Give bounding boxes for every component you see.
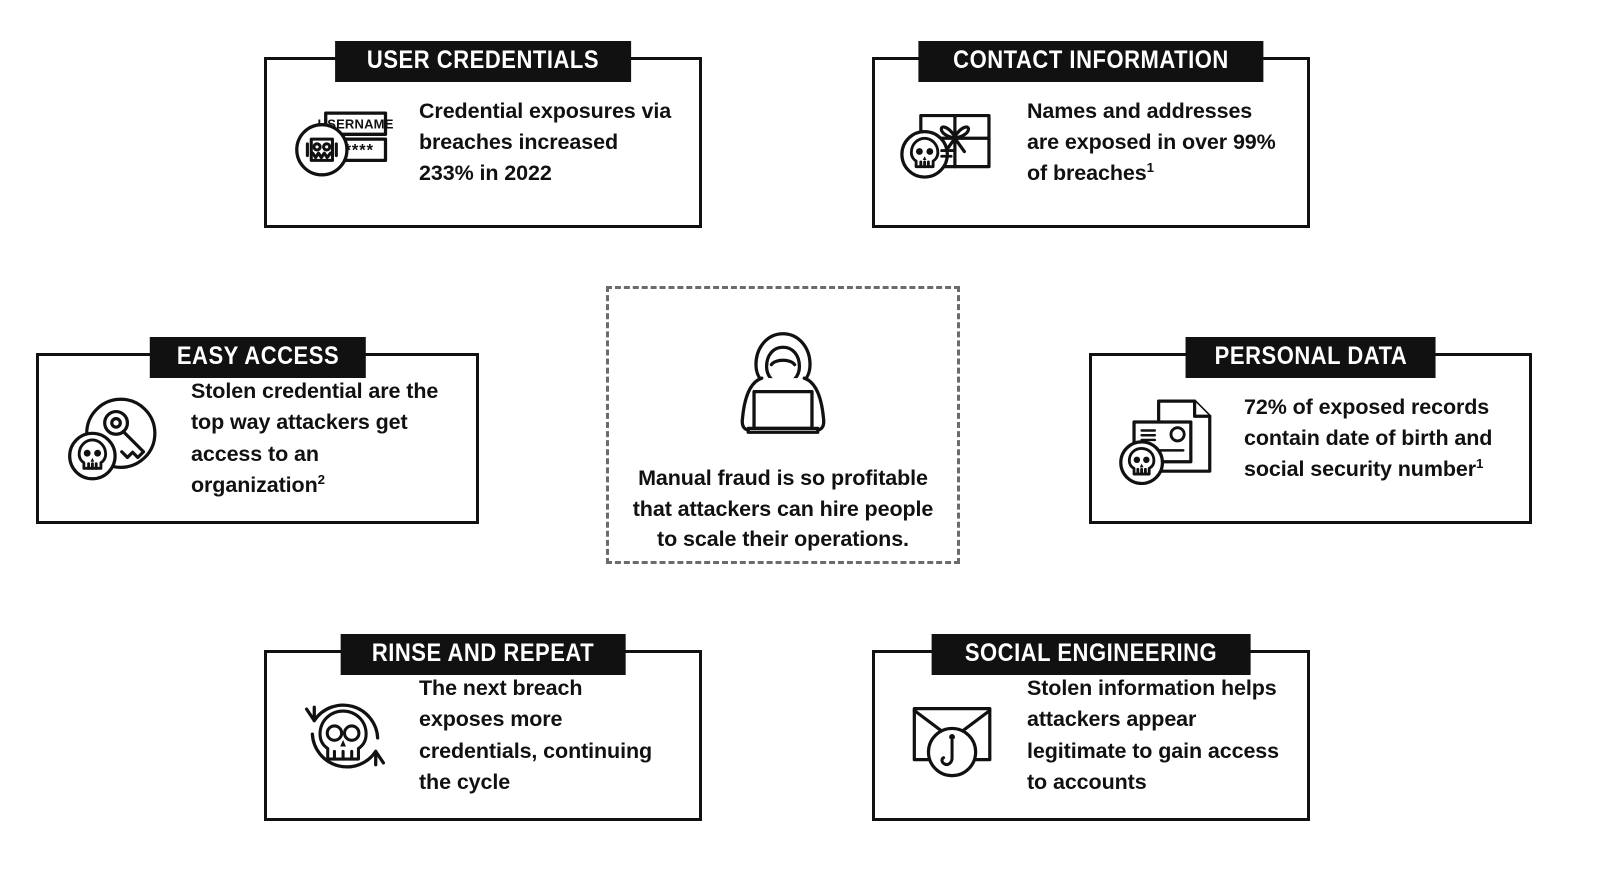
card-label-user-credentials: USER CREDENTIALS [335,41,631,82]
gift-box-skull-icon [897,97,1009,189]
card-label-contact-information: CONTACT INFORMATION [918,41,1264,82]
card-text-social-engineering: Stolen information helps attackers appea… [1027,676,1280,794]
login-form-skull-icon: USERNAME ***** [289,97,401,189]
card-text-user-credentials: Credential exposures via breaches increa… [419,98,672,186]
card-label-easy-access: EASY ACCESS [149,337,366,378]
card-text-personal-data: 72% of exposed records contain date of b… [1244,394,1493,482]
card-rinse-and-repeat: RINSE AND REPEAT [264,634,702,821]
card-text-rinse-and-repeat: The next breach exposes more credentials… [419,676,653,794]
card-user-credentials: USER CREDENTIALS USERNAME ***** [264,41,702,228]
card-label-personal-data: PERSONAL DATA [1185,337,1436,378]
card-personal-data: PERSONAL DATA [1089,337,1532,524]
card-text-contact-information: Names and addresses are exposed in over … [1027,98,1276,186]
hooded-hacker-laptop-icon [723,323,843,441]
card-body-rinse-and-repeat: The next breach exposes more credentials… [267,653,699,818]
card-label-social-engineering: SOCIAL ENGINEERING [931,634,1251,675]
center-panel-text: Manual fraud is so profitable that attac… [632,466,934,552]
card-label-rinse-and-repeat: RINSE AND REPEAT [340,634,626,675]
card-body-social-engineering: Stolen information helps attackers appea… [875,653,1307,818]
card-contact-information: CONTACT INFORMATION [872,41,1310,228]
card-easy-access: EASY ACCESS [36,337,479,524]
card-social-engineering: SOCIAL ENGINEERING Stolen information he… [872,634,1310,821]
card-text-easy-access: Stolen credential are the top way attack… [191,379,439,497]
card-body-user-credentials: USERNAME ***** Credential exposures via … [267,60,699,225]
card-body-personal-data: 72% of exposed records contain date of b… [1092,356,1529,521]
center-panel-manual-fraud: Manual fraud is so profitable that attac… [606,286,960,564]
card-body-easy-access: Stolen credential are the top way attack… [39,356,476,521]
id-card-document-skull-icon [1114,393,1226,485]
envelope-phishing-hook-icon [897,690,1009,782]
skull-refresh-cycle-icon [289,690,401,782]
key-skull-icon [61,393,173,485]
card-body-contact-information: Names and addresses are exposed in over … [875,60,1307,225]
